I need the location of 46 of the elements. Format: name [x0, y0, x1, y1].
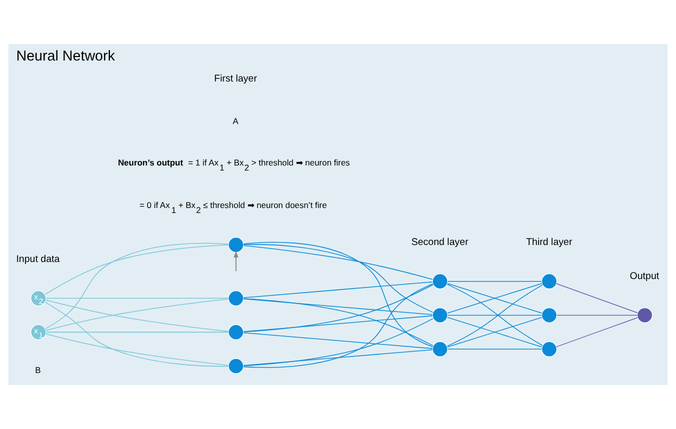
node-circle: [228, 324, 244, 340]
connector: [243, 332, 433, 349]
connector: [243, 244, 434, 313]
label: Output: [630, 271, 660, 282]
connector: [243, 315, 433, 332]
label: Input data: [16, 254, 60, 266]
connector: [44, 242, 229, 330]
node-circle: [541, 341, 558, 357]
label: Third layer: [526, 237, 572, 248]
connector: [447, 348, 542, 350]
node-circle: [432, 341, 448, 357]
connector: [556, 283, 638, 314]
connector: [243, 242, 434, 348]
label: B: [35, 364, 41, 375]
connector: [447, 283, 542, 314]
label: Second layer: [411, 237, 468, 248]
node-circle: [636, 307, 653, 324]
node-circle: [541, 307, 558, 324]
node-circle: [228, 358, 244, 374]
connector: [44, 302, 229, 367]
connector: [243, 349, 433, 366]
node-circle: [541, 274, 558, 290]
node-circle: [228, 290, 244, 306]
connector: [556, 314, 638, 316]
node-circle: [432, 274, 448, 290]
connector: [44, 244, 229, 295]
connector: [45, 334, 229, 366]
connector: [243, 298, 434, 346]
connector: [243, 282, 433, 298]
connector: [243, 283, 434, 368]
connector: [447, 316, 542, 348]
label: First layer: [214, 73, 257, 84]
connector: [447, 280, 542, 282]
node-circle: [228, 237, 244, 253]
connector: [556, 317, 638, 348]
node-circle: [432, 307, 448, 324]
connector: [243, 298, 433, 316]
diagram-title: Neural Network: [16, 48, 115, 65]
connector: [243, 318, 434, 366]
connector: [243, 284, 434, 332]
connector: [46, 298, 229, 299]
connector: [447, 314, 542, 316]
connector: [243, 245, 433, 280]
arrow: [234, 250, 238, 272]
connector: [46, 332, 229, 333]
label: A: [232, 116, 238, 126]
